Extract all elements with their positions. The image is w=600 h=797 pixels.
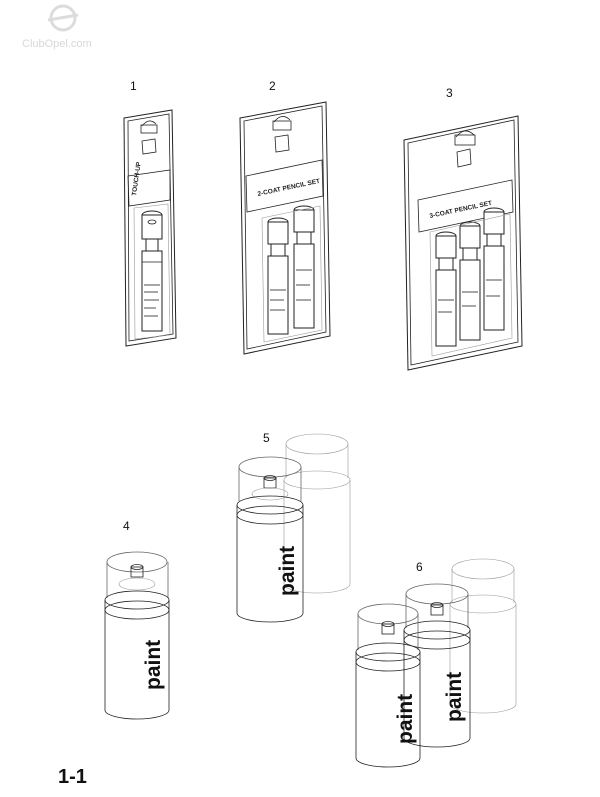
pencil-b [293,205,315,329]
hang-hole [273,116,291,123]
item-number-4: 4 [123,519,130,533]
item-number-5: 5 [263,431,270,445]
nozzle [263,477,277,489]
nozzle [430,604,444,616]
item-1-single-pencil: 1 TOUCH-UP [123,79,177,347]
touch-up-pencil [141,210,163,332]
item-number-1: 1 [130,79,137,93]
item-5-spray-can-pair: 5 paint [236,431,351,623]
item-4-spray-can: 4 paint [104,519,170,720]
color-swatch [456,148,472,168]
can-label: paint [276,546,299,596]
can-body [104,610,170,710]
can-label: paint [394,694,417,744]
figure-number: 1-1 [58,766,87,788]
item-number-2: 2 [269,79,276,93]
can-label: paint [443,672,466,722]
item-number-3: 3 [446,86,453,100]
item-2-two-coat-set: 2 2-COAT PENCIL SET [239,79,331,355]
pencil-a [267,217,289,335]
ghost-can [449,558,517,714]
card-label-1: TOUCH-UP [131,161,143,196]
watermark-text: ClubOpel.com [22,38,92,50]
front-can: paint [355,603,421,768]
item-3-three-coat-set: 3 3-COAT PENCIL SET [403,86,523,371]
color-swatch [141,138,157,155]
middle-can: paint [403,583,471,748]
ghost-can [283,433,351,594]
clear-cap [405,583,469,605]
clear-cap [357,603,419,625]
item-6-spray-can-trio: 6 paint [355,558,517,768]
watermark: ClubOpel.com [22,4,92,50]
pencil-c [483,207,505,331]
can-label: paint [142,640,165,690]
pencil-b [459,221,481,341]
clear-cap [106,562,169,598]
front-can: paint [236,456,304,623]
color-swatch [274,134,290,153]
nozzle [381,623,395,635]
pencil-a [435,231,457,347]
item-number-6: 6 [416,560,423,574]
clear-cap [238,456,302,478]
nozzle [130,566,144,578]
